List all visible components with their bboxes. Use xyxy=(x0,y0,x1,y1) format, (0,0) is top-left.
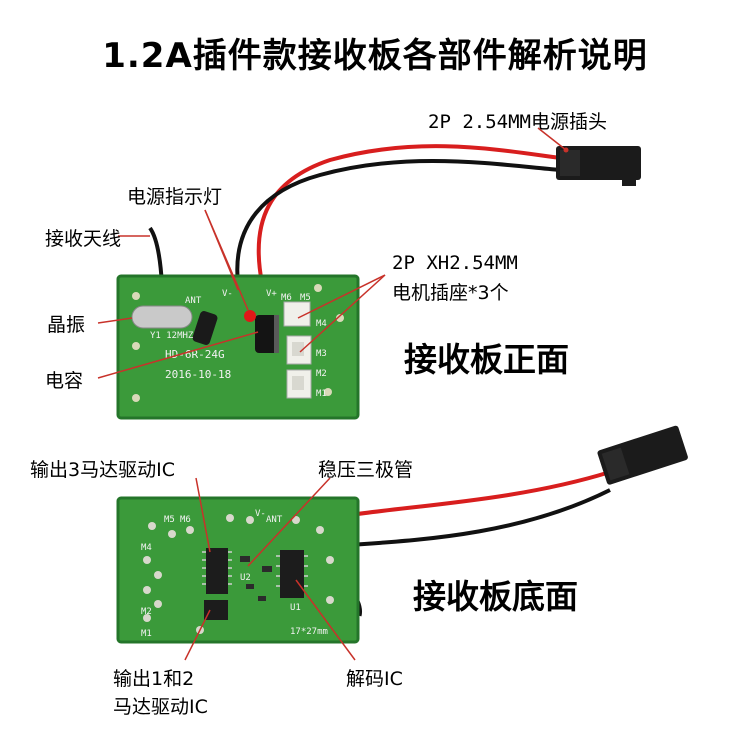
label-motor-socket-2: 电机插座*3个 xyxy=(392,282,509,304)
silk-back-u1: U1 xyxy=(290,603,301,613)
silk-m1: M1 xyxy=(316,389,327,399)
silk-m5: M5 xyxy=(300,293,311,303)
silk-m2: M2 xyxy=(316,369,327,379)
label-decoder: 解码IC xyxy=(346,668,403,690)
silk-m6: M6 xyxy=(281,293,292,303)
front-crystal xyxy=(131,305,193,329)
silk-crystal: Y1 12MHZ xyxy=(150,331,194,341)
silk-m3: M3 xyxy=(316,349,327,359)
front-capacitor xyxy=(255,315,279,353)
back-driver-12-chip xyxy=(204,600,228,620)
silk-back-m4: M4 xyxy=(141,543,152,553)
front-board-photo: Y1 12MHZ HD-6R-24G 2016-10-18 ANT V- V+ … xyxy=(97,127,641,420)
label-crystal: 晶振 xyxy=(47,314,86,336)
silk-back-m6: M6 xyxy=(180,515,191,525)
silk-back-m1: M1 xyxy=(141,629,152,639)
front-led xyxy=(244,310,256,322)
back-driver-3-chip xyxy=(206,548,228,594)
back-black-wire xyxy=(349,488,611,547)
label-antenna: 接收天线 xyxy=(45,228,122,250)
front-callout-lines xyxy=(97,127,567,379)
back-callout-lines xyxy=(184,477,356,661)
back-red-wire xyxy=(349,470,611,517)
page-title: 1.2A插件款接收板各部件解析说明 xyxy=(102,36,648,76)
silk-back-m5: M5 xyxy=(164,515,175,525)
label-regulator: 稳压三极管 xyxy=(318,459,414,481)
label-driver-3: 输出3马达驱动IC xyxy=(30,459,175,481)
label-capacitor: 电容 xyxy=(45,370,84,392)
caption-front: 接收板正面 xyxy=(404,340,569,379)
silk-back-size: 17*27mm xyxy=(290,627,328,637)
silk-back-u2: U2 xyxy=(240,573,251,583)
silk-ant: ANT xyxy=(185,296,202,306)
caption-back: 接收板底面 xyxy=(413,577,578,616)
back-decoder-chip xyxy=(280,550,304,598)
silk-back-ant: ANT xyxy=(266,515,283,525)
label-power-led: 电源指示灯 xyxy=(127,186,223,208)
front-black-wire xyxy=(235,158,561,284)
back-board-photo: M5 M6 M4 M2 M1 ANT V- U1 U2 17*27mm xyxy=(116,425,688,661)
silk-back-m2: M2 xyxy=(141,607,152,617)
silk-vminus: V- xyxy=(222,289,233,299)
silk-model: HD-6R-24G xyxy=(165,348,225,361)
back-pcb xyxy=(118,498,358,642)
silk-date: 2016-10-18 xyxy=(165,368,231,381)
silk-back-v: V- xyxy=(255,509,266,519)
silk-vplus: V+ xyxy=(266,289,277,299)
label-driver-12-2: 马达驱动IC xyxy=(113,696,208,718)
label-driver-12-1: 输出1和2 xyxy=(113,668,195,690)
label-power-plug: 2P 2.54MM电源插头 xyxy=(428,111,607,133)
silk-m4: M4 xyxy=(316,319,327,329)
label-motor-socket-1: 2P XH2.54MM xyxy=(392,252,518,274)
front-red-wire xyxy=(256,144,561,284)
